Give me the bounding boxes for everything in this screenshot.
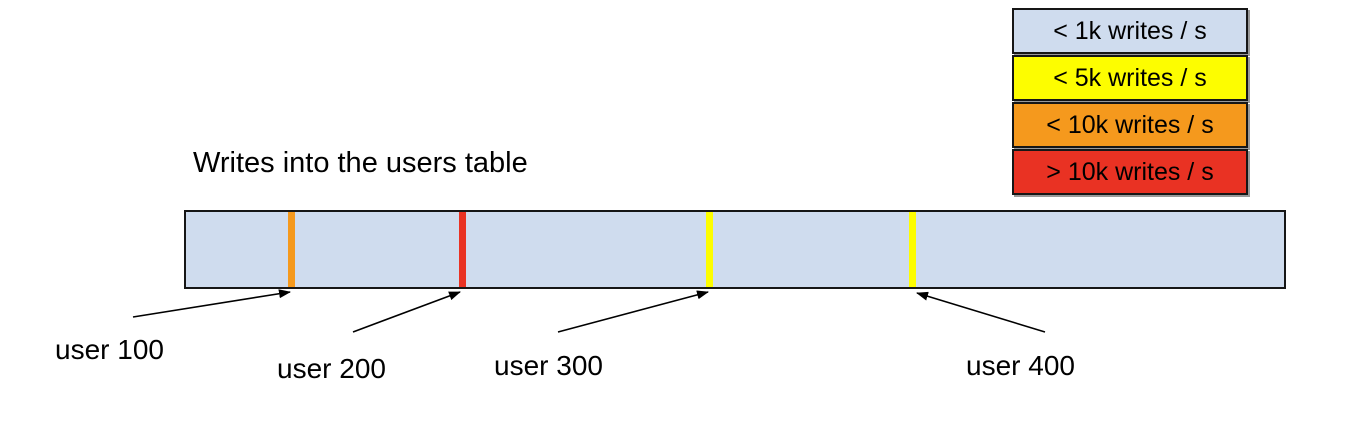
legend-item-lt-5k: < 5k writes / s [1012,55,1248,101]
hot-partition-marker-user-300 [706,212,713,287]
users-table-keyspace-bar [184,210,1286,289]
hot-partition-marker-user-400 [909,212,916,287]
hot-partition-marker-user-100 [288,212,295,287]
label-user-300: user 300 [494,350,603,381]
label-user-100: user 100 [55,334,164,365]
arrow-user-200 [352,291,461,333]
write-rate-legend: < 1k writes / s < 5k writes / s < 10k wr… [1012,8,1248,196]
legend-item-lt-1k: < 1k writes / s [1012,8,1248,54]
legend-item-lt-10k: < 10k writes / s [1012,102,1248,148]
arrow-user-300 [557,290,709,333]
arrow-user-400 [916,291,1046,333]
arrow-user-100 [132,289,291,318]
label-user-200: user 200 [277,353,386,384]
label-user-400: user 400 [966,350,1075,381]
legend-item-gt-10k: > 10k writes / s [1012,149,1248,195]
hot-partition-marker-user-200 [459,212,466,287]
diagram-title: Writes into the users table [193,147,528,179]
